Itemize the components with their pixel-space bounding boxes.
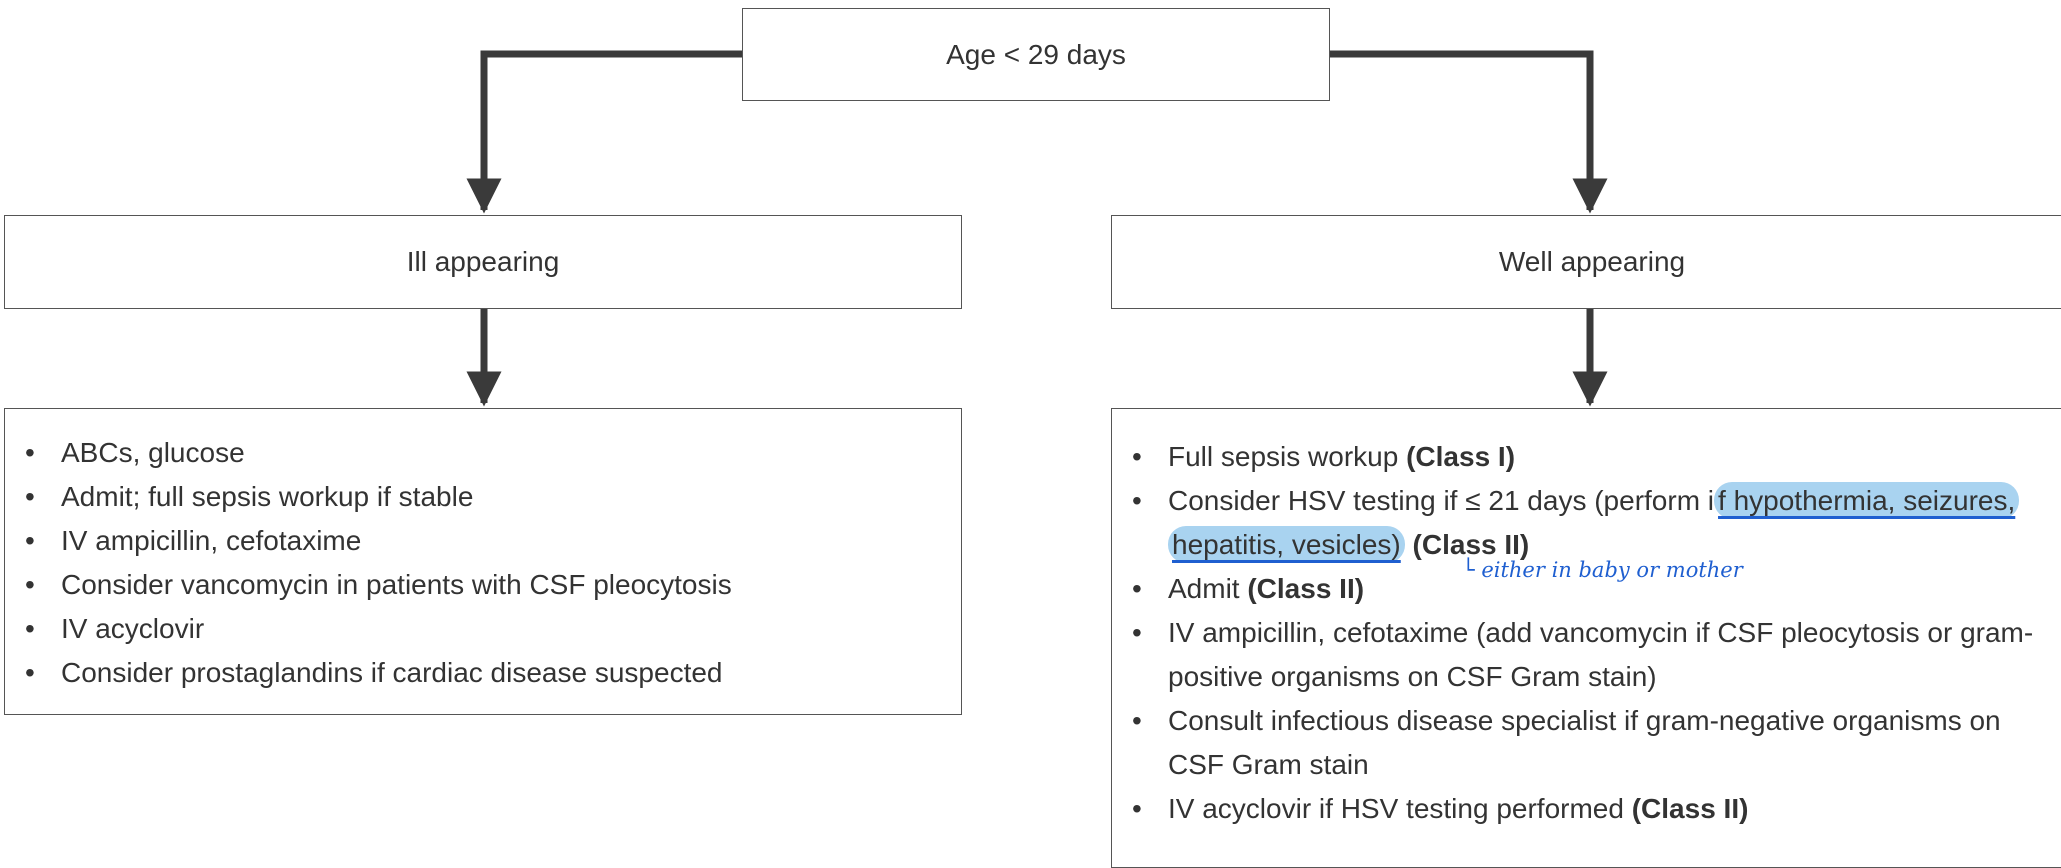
root-node-label: Age < 29 days bbox=[946, 38, 1126, 70]
list-item: IV ampicillin, cefotaxime bbox=[5, 519, 961, 563]
list-item: Admit (Class II) bbox=[1112, 567, 2036, 611]
list-item: IV acyclovir bbox=[5, 607, 961, 651]
ill-appearing-node: Ill appearing bbox=[4, 215, 962, 309]
ill-appearing-label: Ill appearing bbox=[406, 246, 560, 277]
handwritten-annotation: └ either in baby or mother bbox=[1462, 558, 1743, 582]
connector-root-to-well bbox=[1330, 50, 1608, 214]
class-tag: (Class II) bbox=[1412, 529, 1530, 560]
list-item: Consult infectious disease specialist if… bbox=[1112, 699, 2036, 787]
class-tag: (Class I) bbox=[1406, 441, 1516, 472]
class-tag: (Class II) bbox=[1631, 793, 1749, 824]
list-item: ABCs, glucose bbox=[5, 431, 961, 475]
ill-appearing-list: ABCs, glucose Admit; full sepsis workup … bbox=[5, 431, 961, 695]
list-item: Consider HSV testing if ≤ 21 days (perfo… bbox=[1112, 479, 2036, 567]
ill-appearing-management-box: ABCs, glucose Admit; full sepsis workup … bbox=[4, 408, 962, 715]
root-node: Age < 29 days bbox=[742, 8, 1330, 101]
list-item: Full sepsis workup (Class I) bbox=[1112, 435, 2036, 479]
list-item: IV acyclovir if HSV testing performed (C… bbox=[1112, 787, 2036, 831]
list-item: Admit; full sepsis workup if stable bbox=[5, 475, 961, 519]
list-item: IV ampicillin, cefotaxime (add vancomyci… bbox=[1112, 611, 2036, 699]
connector-root-to-ill bbox=[466, 50, 742, 214]
list-item: Consider vancomycin in patients with CSF… bbox=[5, 563, 961, 607]
list-item: Consider prostaglandins if cardiac disea… bbox=[5, 651, 961, 695]
connector-layer bbox=[466, 50, 1608, 407]
well-appearing-node: Well appearing bbox=[1111, 215, 2061, 309]
well-appearing-label: Well appearing bbox=[1498, 246, 1686, 277]
well-appearing-management-box: Full sepsis workup (Class I) Consider HS… bbox=[1111, 408, 2061, 868]
class-tag: (Class II) bbox=[1247, 573, 1365, 604]
well-appearing-list: Full sepsis workup (Class I) Consider HS… bbox=[1112, 435, 2036, 831]
